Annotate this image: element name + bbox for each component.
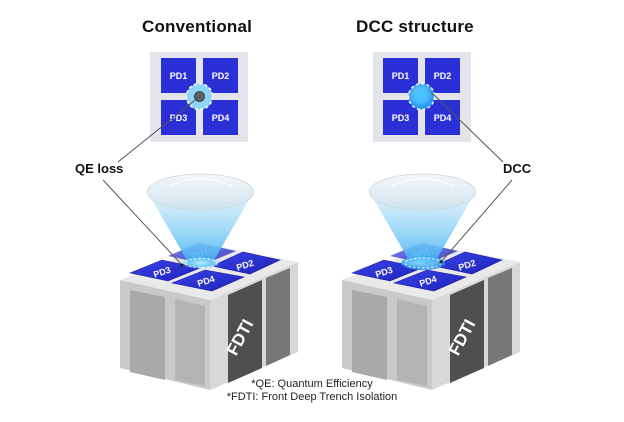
footnote-fdti: *FDTI: Front Deep Trench Isolation — [226, 391, 398, 403]
pd4-label: PD4 — [212, 113, 230, 123]
pd2-label: PD2 — [212, 71, 230, 81]
conventional-3d-block: FDTI PD3 PD4 PD1 PD2 — [102, 173, 298, 390]
pd2-tile — [433, 251, 503, 275]
callout-line — [440, 179, 513, 263]
pd3-label: PD3 — [392, 113, 410, 123]
dcc-3d-block: FDTI PD3 PD4 PD1 PD2 — [342, 173, 520, 390]
microlens — [369, 173, 476, 211]
dcc-core-icon — [414, 89, 429, 104]
pd4-label: PD4 — [434, 113, 452, 123]
pd1-label: PD1 — [392, 71, 410, 81]
callout-line — [430, 91, 504, 163]
callout-line — [117, 96, 200, 163]
pd3-label: PD3 — [170, 113, 188, 123]
dcc-top-view: PD1 PD2 PD3 PD4 — [373, 52, 504, 163]
pd2-tile — [211, 251, 281, 275]
callout-qe-loss: QE loss — [75, 161, 124, 176]
pd4-tile — [170, 269, 246, 292]
fdti-trench — [228, 280, 262, 383]
callout-line — [102, 179, 183, 266]
light-cone — [370, 193, 475, 262]
microlens — [147, 173, 254, 211]
pd4-cell — [203, 100, 238, 135]
footnote-qe: *QE: Quantum Efficiency — [251, 378, 373, 390]
panel-title-conventional: Conventional — [142, 17, 253, 36]
fdti-trench — [450, 280, 484, 383]
pd4-tile — [392, 269, 468, 292]
panel-title-dcc: DCC structure — [356, 17, 474, 36]
spot-dashed-outline — [185, 82, 214, 111]
pd1-label: PD1 — [170, 71, 188, 81]
pd2-label: PD2 — [434, 71, 452, 81]
pd4-cell — [425, 100, 460, 135]
pd2-cell — [425, 58, 460, 93]
pd2-cell — [203, 58, 238, 93]
conventional-top-view: PD1 PD2 PD3 PD4 — [117, 52, 248, 163]
light-cone — [148, 193, 253, 262]
callout-dcc: DCC — [503, 161, 532, 176]
spot-dashed-outline — [407, 82, 436, 111]
